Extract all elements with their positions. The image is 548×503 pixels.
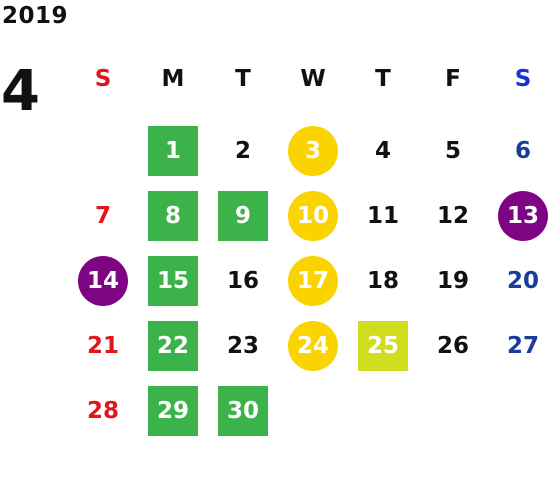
day-number: 26 bbox=[436, 332, 469, 359]
day-number: 18 bbox=[366, 267, 399, 294]
day-number: 15 bbox=[148, 255, 198, 306]
day-cell-1[interactable]: 1 bbox=[138, 118, 208, 183]
weekday-header-saturday: S bbox=[514, 65, 532, 92]
day-cell-11[interactable]: 11 bbox=[348, 183, 418, 248]
day-number: 6 bbox=[514, 137, 531, 164]
day-cell-10[interactable]: 10 bbox=[278, 183, 348, 248]
day-cell-27[interactable]: 27 bbox=[488, 313, 548, 378]
day-cell-5[interactable]: 5 bbox=[418, 118, 488, 183]
day-number: 25 bbox=[358, 320, 408, 371]
day-number: 21 bbox=[86, 332, 119, 359]
day-number: 24 bbox=[288, 320, 338, 371]
weekday-header-monday: M bbox=[161, 65, 185, 92]
weekday-header-wednesday: W bbox=[300, 65, 326, 92]
day-number: 28 bbox=[86, 397, 119, 424]
day-cell-22[interactable]: 22 bbox=[138, 313, 208, 378]
day-number: 14 bbox=[78, 255, 128, 306]
day-cell-4[interactable]: 4 bbox=[348, 118, 418, 183]
weekday-header-tuesday: T bbox=[235, 65, 251, 92]
day-number: 9 bbox=[218, 190, 268, 241]
day-cell-8[interactable]: 8 bbox=[138, 183, 208, 248]
day-number: 19 bbox=[436, 267, 469, 294]
day-number: 5 bbox=[444, 137, 461, 164]
day-number: 8 bbox=[148, 190, 198, 241]
day-number: 12 bbox=[436, 202, 469, 229]
weekday-header-thursday: T bbox=[375, 65, 391, 92]
day-cell-3[interactable]: 3 bbox=[278, 118, 348, 183]
day-cell-12[interactable]: 12 bbox=[418, 183, 488, 248]
day-cell-9[interactable]: 9 bbox=[208, 183, 278, 248]
day-cell-29[interactable]: 29 bbox=[138, 378, 208, 443]
day-number: 1 bbox=[148, 125, 198, 176]
day-number: 2 bbox=[234, 137, 251, 164]
day-cell-6[interactable]: 6 bbox=[488, 118, 548, 183]
day-cell-23[interactable]: 23 bbox=[208, 313, 278, 378]
day-cell-17[interactable]: 17 bbox=[278, 248, 348, 313]
day-number: 27 bbox=[506, 332, 539, 359]
day-number: 11 bbox=[366, 202, 399, 229]
day-number: 29 bbox=[148, 385, 198, 436]
day-cell-20[interactable]: 20 bbox=[488, 248, 548, 313]
calendar-grid: S M T W T F S 1 2 3 4 5 6 7 8 9 10 11 12… bbox=[68, 46, 548, 501]
year-label: 2019 bbox=[2, 3, 69, 29]
weekday-header-sunday: S bbox=[94, 65, 112, 92]
day-number: 10 bbox=[288, 190, 338, 241]
day-number: 23 bbox=[226, 332, 259, 359]
day-cell-24[interactable]: 24 bbox=[278, 313, 348, 378]
day-cell-30[interactable]: 30 bbox=[208, 378, 278, 443]
weekday-header-friday: F bbox=[445, 65, 461, 92]
day-cell-empty bbox=[68, 118, 138, 183]
day-number: 17 bbox=[288, 255, 338, 306]
day-cell-21[interactable]: 21 bbox=[68, 313, 138, 378]
day-cell-28[interactable]: 28 bbox=[68, 378, 138, 443]
day-number: 22 bbox=[148, 320, 198, 371]
day-cell-13[interactable]: 13 bbox=[488, 183, 548, 248]
day-cell-18[interactable]: 18 bbox=[348, 248, 418, 313]
day-number: 20 bbox=[506, 267, 539, 294]
day-cell-2[interactable]: 2 bbox=[208, 118, 278, 183]
day-number: 13 bbox=[498, 190, 548, 241]
day-cell-19[interactable]: 19 bbox=[418, 248, 488, 313]
day-cell-26[interactable]: 26 bbox=[418, 313, 488, 378]
month-number: 4 bbox=[1, 59, 40, 124]
day-number: 16 bbox=[226, 267, 259, 294]
day-number: 3 bbox=[288, 125, 338, 176]
day-cell-16[interactable]: 16 bbox=[208, 248, 278, 313]
day-cell-15[interactable]: 15 bbox=[138, 248, 208, 313]
day-cell-25[interactable]: 25 bbox=[348, 313, 418, 378]
day-cell-7[interactable]: 7 bbox=[68, 183, 138, 248]
day-number: 30 bbox=[218, 385, 268, 436]
day-number: 7 bbox=[94, 202, 111, 229]
day-cell-14[interactable]: 14 bbox=[68, 248, 138, 313]
day-number: 4 bbox=[374, 137, 391, 164]
